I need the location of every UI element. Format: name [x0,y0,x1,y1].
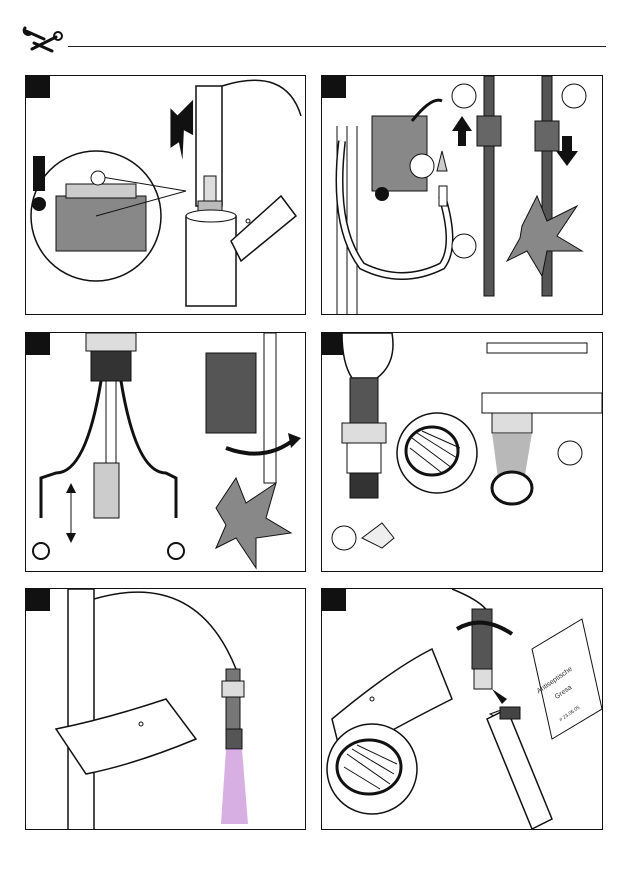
hose-weight-illustration [26,333,306,572]
tools-icon [22,25,64,55]
step-panel-1 [25,75,306,315]
step-panel-5 [25,588,306,830]
step-panel-3 [25,332,306,572]
faucet-base-illustration [26,76,306,315]
step-panel-2 [321,75,603,315]
step-panel-4 [321,332,603,572]
header-rule [68,46,606,47]
grease-reinstall-illustration [322,589,603,830]
step-panel-6: Antiseptische Gresa # 23.06.05 [321,588,603,830]
flush-illustration [26,589,306,830]
strainer-cleaning-illustration [322,333,603,572]
hose-recycling-illustration [322,76,603,315]
